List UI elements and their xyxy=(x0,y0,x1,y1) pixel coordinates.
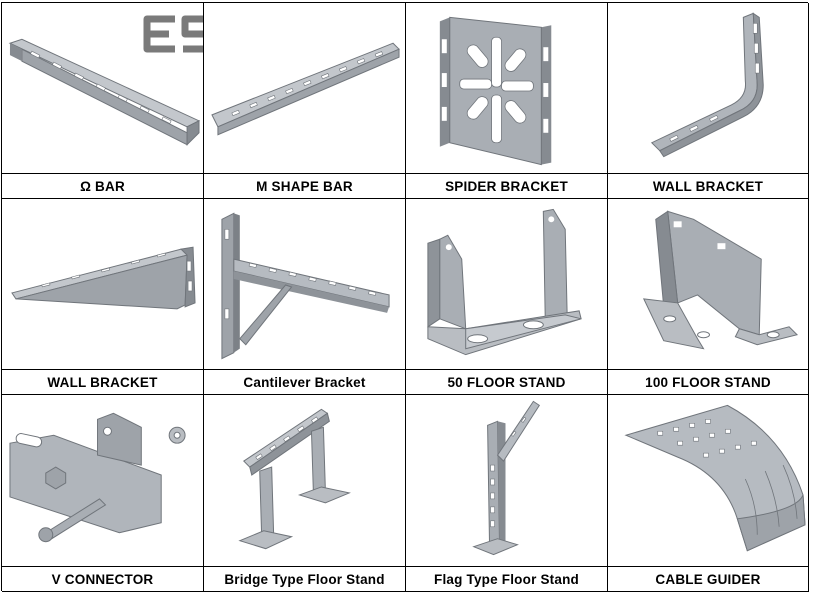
product-cell-flag-floor-stand: Flag Type Floor Stand xyxy=(406,395,608,592)
product-label: Bridge Type Floor Stand xyxy=(204,566,405,591)
product-label: Flag Type Floor Stand xyxy=(406,566,607,591)
product-label: V CONNECTOR xyxy=(2,566,203,591)
product-cell-v-connector: V CONNECTOR xyxy=(2,395,204,592)
product-cell-wall-bracket-l: WALL BRACKET xyxy=(608,3,809,199)
m-shape-bar-icon xyxy=(211,42,400,136)
product-cell-cantilever-bracket: Cantilever Bracket xyxy=(204,199,406,395)
product-cell-spider-bracket: SPIDER BRACKET xyxy=(406,3,608,199)
product-label: M SHAPE BAR xyxy=(204,173,405,198)
product-cell-omega-bar: Ω BAR xyxy=(2,3,204,199)
product-label: WALL BRACKET xyxy=(608,173,808,198)
product-cell-wall-bracket-wedge: WALL BRACKET xyxy=(2,199,204,395)
esco-logo xyxy=(143,15,203,53)
floor-stand-50-icon xyxy=(427,208,582,356)
product-cell-floor-stand-50: 50 FLOOR STAND xyxy=(406,199,608,395)
product-label: 50 FLOOR STAND xyxy=(406,369,607,394)
bridge-floor-stand-icon xyxy=(238,408,351,550)
spider-bracket-icon xyxy=(439,16,552,166)
product-label: SPIDER BRACKET xyxy=(406,173,607,198)
product-label: CABLE GUIDER xyxy=(608,566,808,591)
product-cell-bridge-floor-stand: Bridge Type Floor Stand xyxy=(204,395,406,592)
product-cell-m-shape-bar: M SHAPE BAR xyxy=(204,3,406,199)
product-label: 100 FLOOR STAND xyxy=(608,369,808,394)
floor-stand-100-icon xyxy=(642,210,799,350)
cantilever-bracket-icon xyxy=(221,212,390,360)
product-label: Ω BAR xyxy=(2,173,203,198)
flag-floor-stand-icon xyxy=(472,400,541,556)
wall-bracket-wedge-icon xyxy=(11,246,196,310)
v-connector-icon xyxy=(9,412,186,543)
cable-guider-icon xyxy=(624,404,806,552)
product-grid: Ω BAR M SHAPE BAR xyxy=(1,2,809,592)
product-label: Cantilever Bracket xyxy=(204,369,405,394)
product-cell-floor-stand-100: 100 FLOOR STAND xyxy=(608,199,809,395)
wall-bracket-l-icon xyxy=(650,12,764,158)
omega-bar-icon xyxy=(8,38,201,146)
product-cell-cable-guider: CABLE GUIDER xyxy=(608,395,809,592)
product-label: WALL BRACKET xyxy=(2,369,203,394)
